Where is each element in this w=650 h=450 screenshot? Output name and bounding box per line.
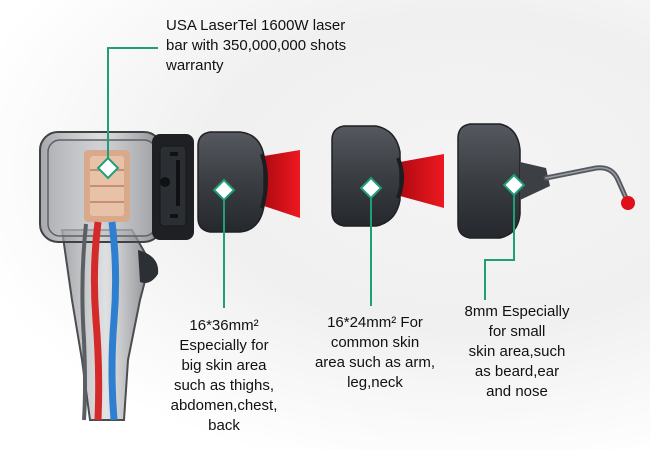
caption-main-device: USA LaserTel 1600W laser bar with 350,00… [166,17,347,74]
caption-tip-large: 16*36mm² Especially for big skin area su… [170,317,278,434]
tip-small [457,123,635,239]
caption-tip-medium: 16*24mm² For common skin area such as ar… [314,314,436,391]
laser-beam-medium [400,154,444,208]
laser-tip-dot [621,196,635,210]
tip-large [197,131,300,233]
caption-tip-small: 8mm Especially for small skin area,such … [464,303,570,400]
laser-beam-large [264,150,300,218]
tip-medium [331,125,444,227]
callout-markers [96,156,526,202]
callout-lines [107,47,515,308]
